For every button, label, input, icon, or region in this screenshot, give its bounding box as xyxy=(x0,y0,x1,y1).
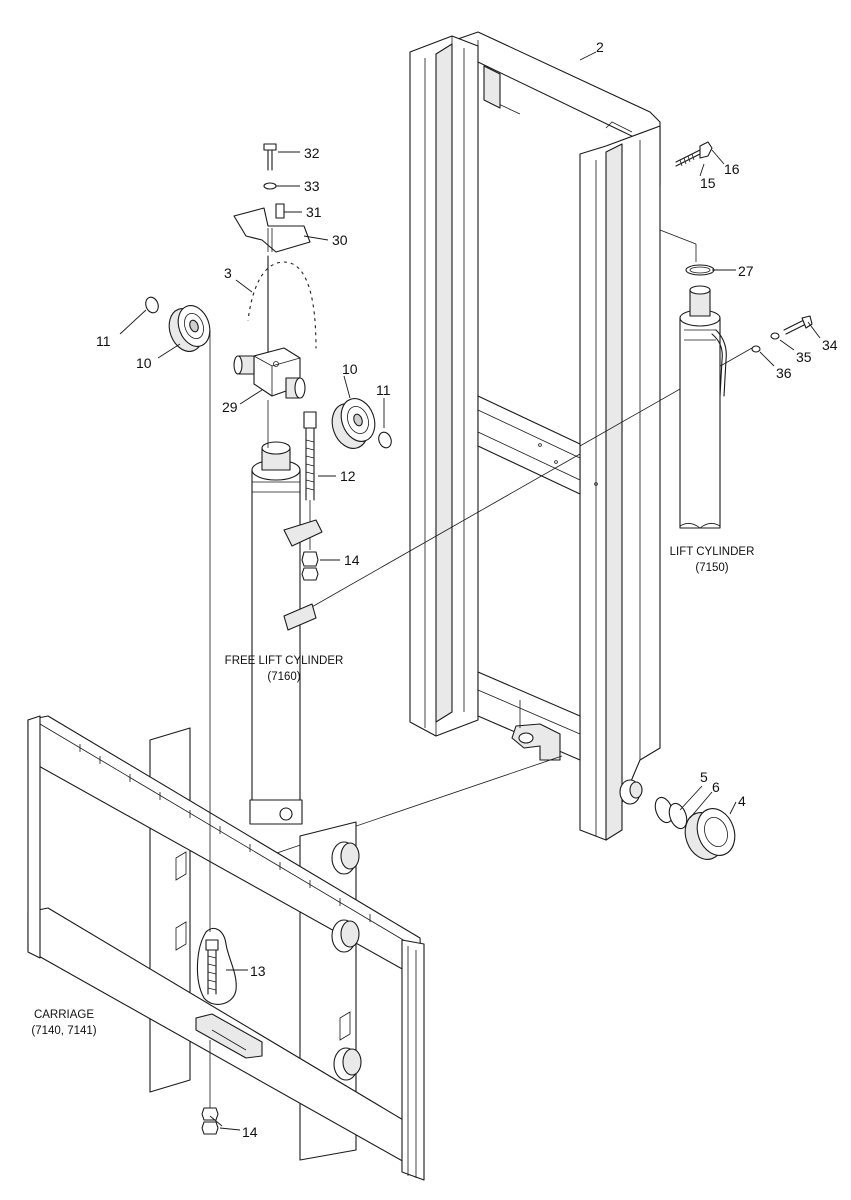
chain-anchor-29 xyxy=(233,347,306,399)
washer-36 xyxy=(751,345,761,353)
callout-15: 15 xyxy=(700,175,716,191)
mast-frame xyxy=(409,31,661,841)
callout-3: 3 xyxy=(224,265,232,281)
washer-33 xyxy=(263,182,277,190)
stud-bolt-13 xyxy=(196,330,237,1108)
callout-leaders xyxy=(119,51,821,1131)
pin-31 xyxy=(275,203,285,219)
callout-6: 6 xyxy=(712,779,720,795)
carriage xyxy=(27,715,425,1181)
free-lift-cylinder-label: FREE LIFT CYLINDER xyxy=(225,655,344,667)
mast-roller-stub xyxy=(619,779,643,805)
bolt-34 xyxy=(783,315,813,335)
roller-10-left xyxy=(168,305,211,352)
chain-3 xyxy=(246,255,318,361)
callout-12: 12 xyxy=(340,468,356,484)
lift-cylinder xyxy=(679,285,727,529)
callout-35: 35 xyxy=(796,349,812,365)
callout-10-left: 10 xyxy=(136,355,152,371)
callout-14-lower: 14 xyxy=(242,1124,258,1140)
nut-14-upper xyxy=(301,551,319,581)
free-lift-cylinder xyxy=(249,400,323,825)
bolt-32 xyxy=(263,143,277,171)
callout-2: 2 xyxy=(596,39,604,55)
shim-6 xyxy=(668,802,688,830)
snap-ring-11-left xyxy=(145,296,159,314)
lift-cylinder-label: LIFT CYLINDER xyxy=(670,546,755,558)
callout-11-right: 11 xyxy=(376,382,391,398)
callout-29: 29 xyxy=(222,399,238,415)
callout-33: 33 xyxy=(304,178,320,194)
nut-14-lower xyxy=(201,1107,219,1135)
bolt-15 xyxy=(675,149,701,167)
free-lift-cylinder-ref: (7160) xyxy=(267,671,300,683)
bracket-30 xyxy=(233,207,311,253)
callout-30: 30 xyxy=(332,232,348,248)
callout-27: 27 xyxy=(738,263,754,279)
callout-10-right: 10 xyxy=(342,361,358,377)
carriage-label: CARRIAGE xyxy=(34,1009,94,1021)
callout-11-left: 11 xyxy=(96,333,111,349)
callout-16: 16 xyxy=(724,161,740,177)
o-ring-27 xyxy=(685,264,715,276)
callout-34: 34 xyxy=(822,337,838,353)
callout-36: 36 xyxy=(776,365,792,381)
washer-35 xyxy=(770,332,780,340)
lift-cylinder-ref: (7150) xyxy=(695,562,728,574)
snap-ring-11-right xyxy=(378,431,392,449)
callout-13: 13 xyxy=(250,963,266,979)
callout-5: 5 xyxy=(700,769,708,785)
carriage-ref: (7140, 7141) xyxy=(31,1025,96,1037)
mast-roller-4 xyxy=(684,808,736,860)
callout-4: 4 xyxy=(738,793,746,809)
roller-10-right xyxy=(331,398,376,449)
callout-32: 32 xyxy=(304,145,320,161)
nut-16 xyxy=(699,141,713,159)
callout-31: 31 xyxy=(306,204,322,220)
callout-14-upper: 14 xyxy=(344,552,360,568)
